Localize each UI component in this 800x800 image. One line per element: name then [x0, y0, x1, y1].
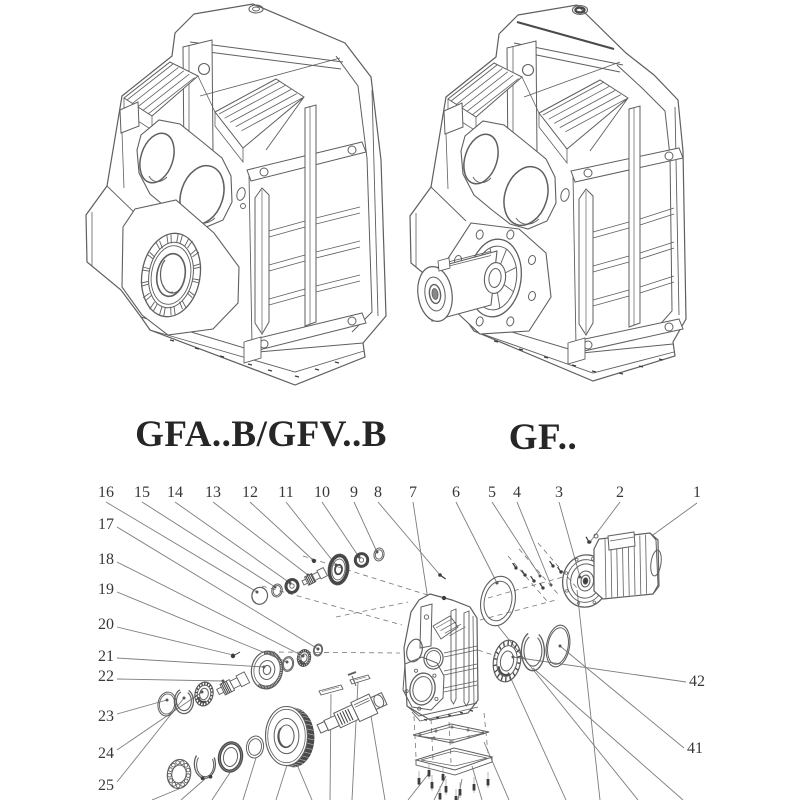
svg-text:15: 15	[134, 484, 150, 501]
svg-text:22: 22	[98, 668, 114, 685]
svg-text:23: 23	[98, 708, 114, 725]
svg-text:20: 20	[98, 616, 114, 633]
svg-text:13: 13	[205, 484, 221, 501]
svg-text:24: 24	[98, 745, 114, 762]
svg-text:1: 1	[693, 484, 701, 501]
svg-text:GF..: GF..	[509, 417, 577, 458]
svg-text:8: 8	[374, 484, 382, 501]
svg-text:41: 41	[687, 740, 703, 757]
svg-text:25: 25	[98, 777, 114, 794]
svg-text:4: 4	[513, 484, 521, 501]
svg-text:16: 16	[98, 484, 114, 501]
svg-text:7: 7	[409, 484, 417, 501]
svg-text:12: 12	[242, 484, 258, 501]
svg-text:14: 14	[167, 484, 183, 501]
svg-text:11: 11	[278, 484, 293, 501]
svg-text:10: 10	[314, 484, 330, 501]
svg-text:6: 6	[452, 484, 460, 501]
svg-text:2: 2	[616, 484, 624, 501]
svg-text:9: 9	[350, 484, 358, 501]
svg-text:17: 17	[98, 516, 114, 533]
svg-text:3: 3	[555, 484, 563, 501]
svg-text:21: 21	[98, 648, 114, 665]
svg-text:19: 19	[98, 581, 114, 598]
svg-text:5: 5	[488, 484, 496, 501]
svg-text:42: 42	[689, 673, 705, 690]
svg-text:18: 18	[98, 551, 114, 568]
svg-text:GFA..B/GFV..B: GFA..B/GFV..B	[135, 414, 387, 455]
